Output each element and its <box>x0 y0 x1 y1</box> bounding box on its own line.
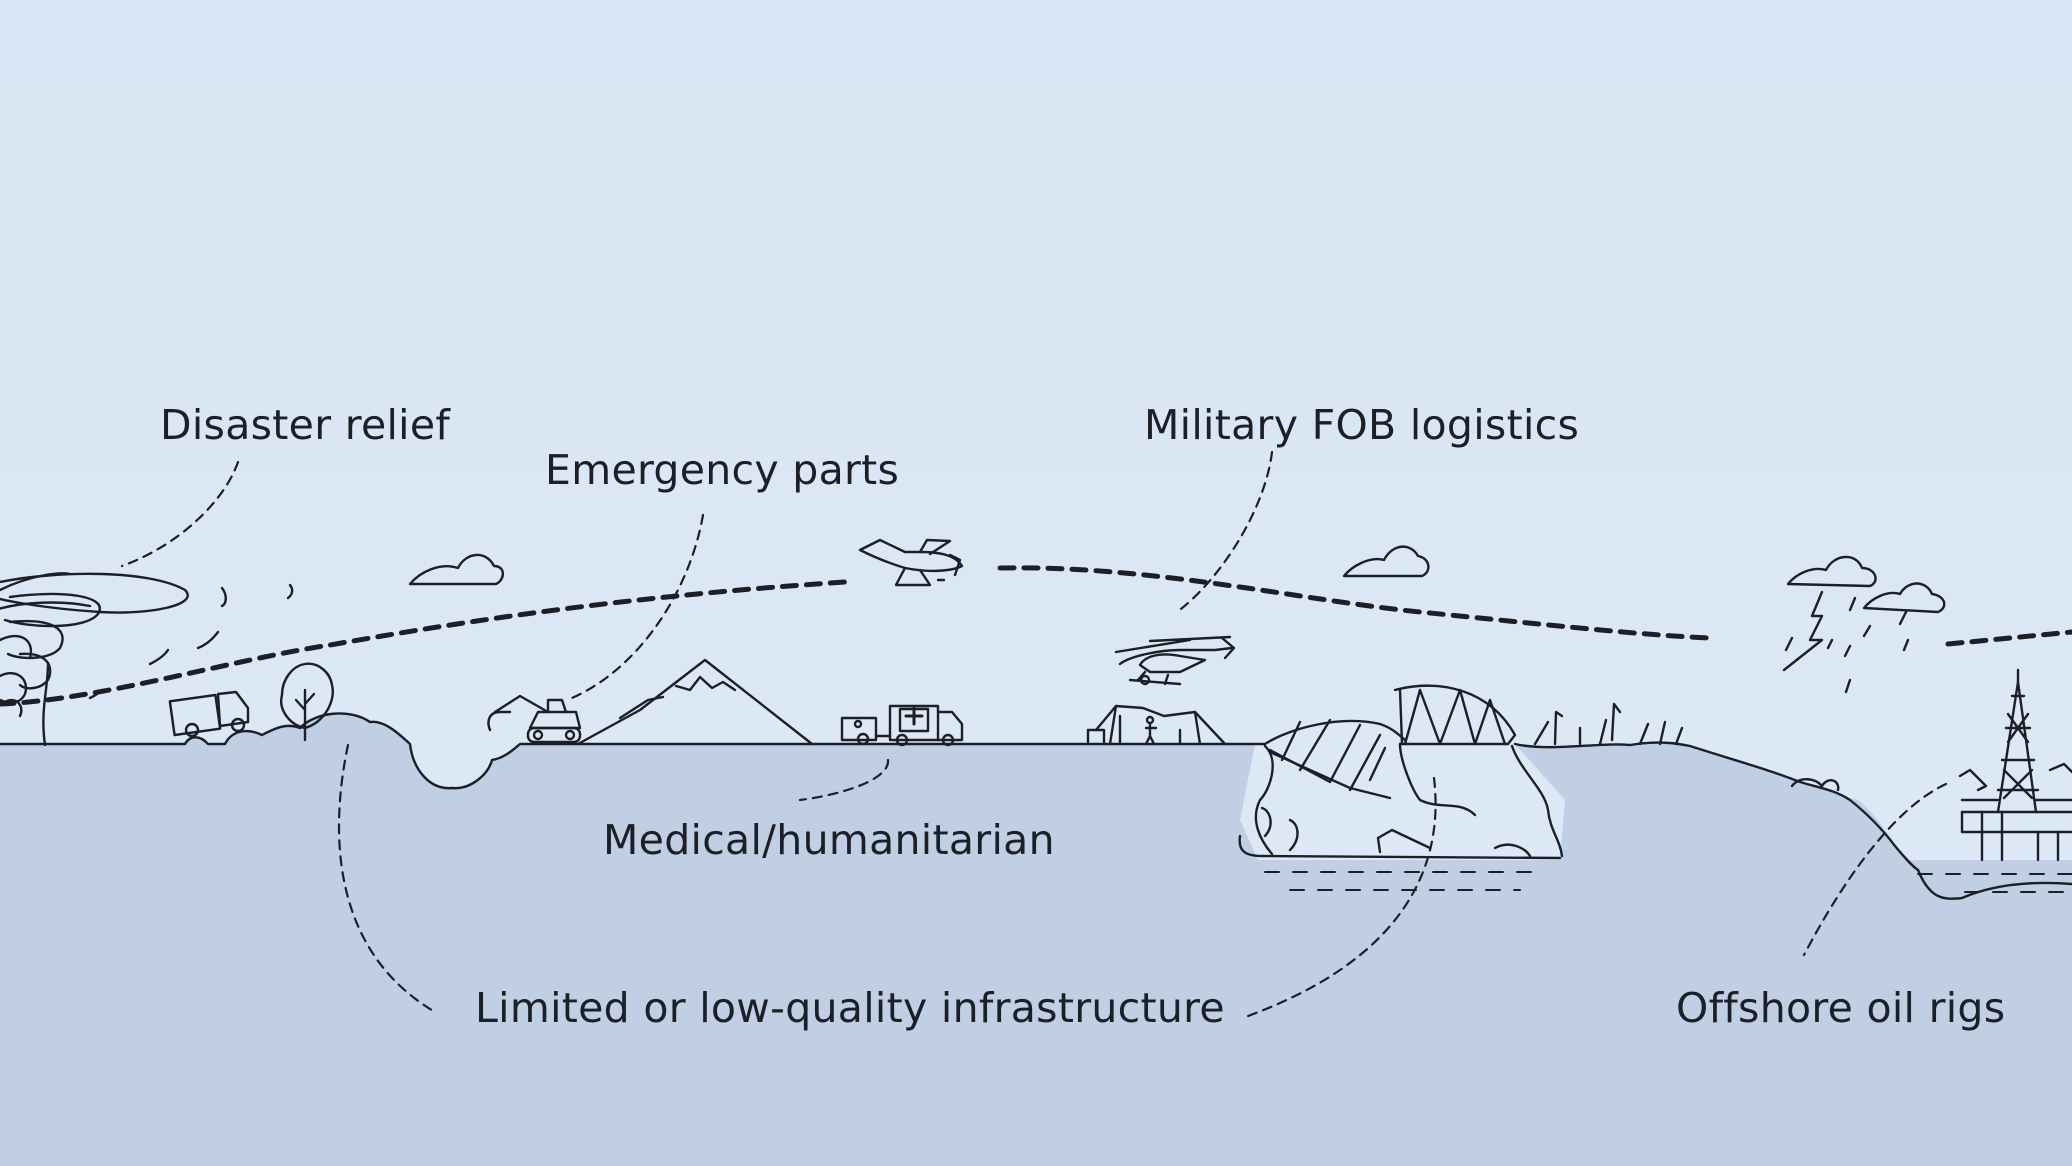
terrain-line-right <box>1513 741 2072 900</box>
leader-military <box>1175 450 1274 614</box>
broken-bridge-icon <box>1238 684 1564 860</box>
flight-path-end <box>1945 629 2072 647</box>
leader-infra-left <box>337 743 437 1014</box>
flight-path <box>0 579 848 707</box>
label-medical: Medical/humanitarian <box>603 816 1055 864</box>
leader-infra-right <box>1246 776 1437 1018</box>
cloud-icon-2 <box>1342 545 1430 578</box>
label-offshore: Offshore oil rigs <box>1676 984 2006 1032</box>
oil-rig-icon <box>1958 668 2072 862</box>
tents-icon <box>1086 704 1227 746</box>
cloud-icon-3 <box>1844 582 1946 694</box>
leader-emergency <box>570 513 705 700</box>
ambulance-icon <box>840 704 964 747</box>
helicopter-icon <box>1114 635 1236 686</box>
label-disaster-relief: Disaster relief <box>160 401 451 449</box>
storm-cloud-icon <box>1782 555 1877 672</box>
reeds-icon <box>1533 702 1684 746</box>
mountain-icon <box>576 658 814 746</box>
leader-offshore <box>1802 782 1948 957</box>
water-lines <box>1264 871 2072 893</box>
label-emergency-parts: Emergency parts <box>545 446 900 494</box>
leader-disaster <box>120 460 240 568</box>
ground-fill <box>0 860 2072 1166</box>
tornado-icon <box>0 572 294 747</box>
excavator-icon <box>487 694 582 744</box>
flight-path-mid <box>997 565 1713 641</box>
leader-medical <box>798 758 890 802</box>
label-military-fob: Military FOB logistics <box>1144 401 1580 449</box>
rocks-icon <box>1790 778 1840 792</box>
terrain-line <box>0 712 1267 790</box>
tree-icon <box>280 662 335 742</box>
truck-icon <box>168 690 250 738</box>
cloud-icon <box>408 553 505 586</box>
drone-plane-icon <box>858 538 964 587</box>
label-infrastructure: Limited or low-quality infrastructure <box>475 984 1225 1032</box>
